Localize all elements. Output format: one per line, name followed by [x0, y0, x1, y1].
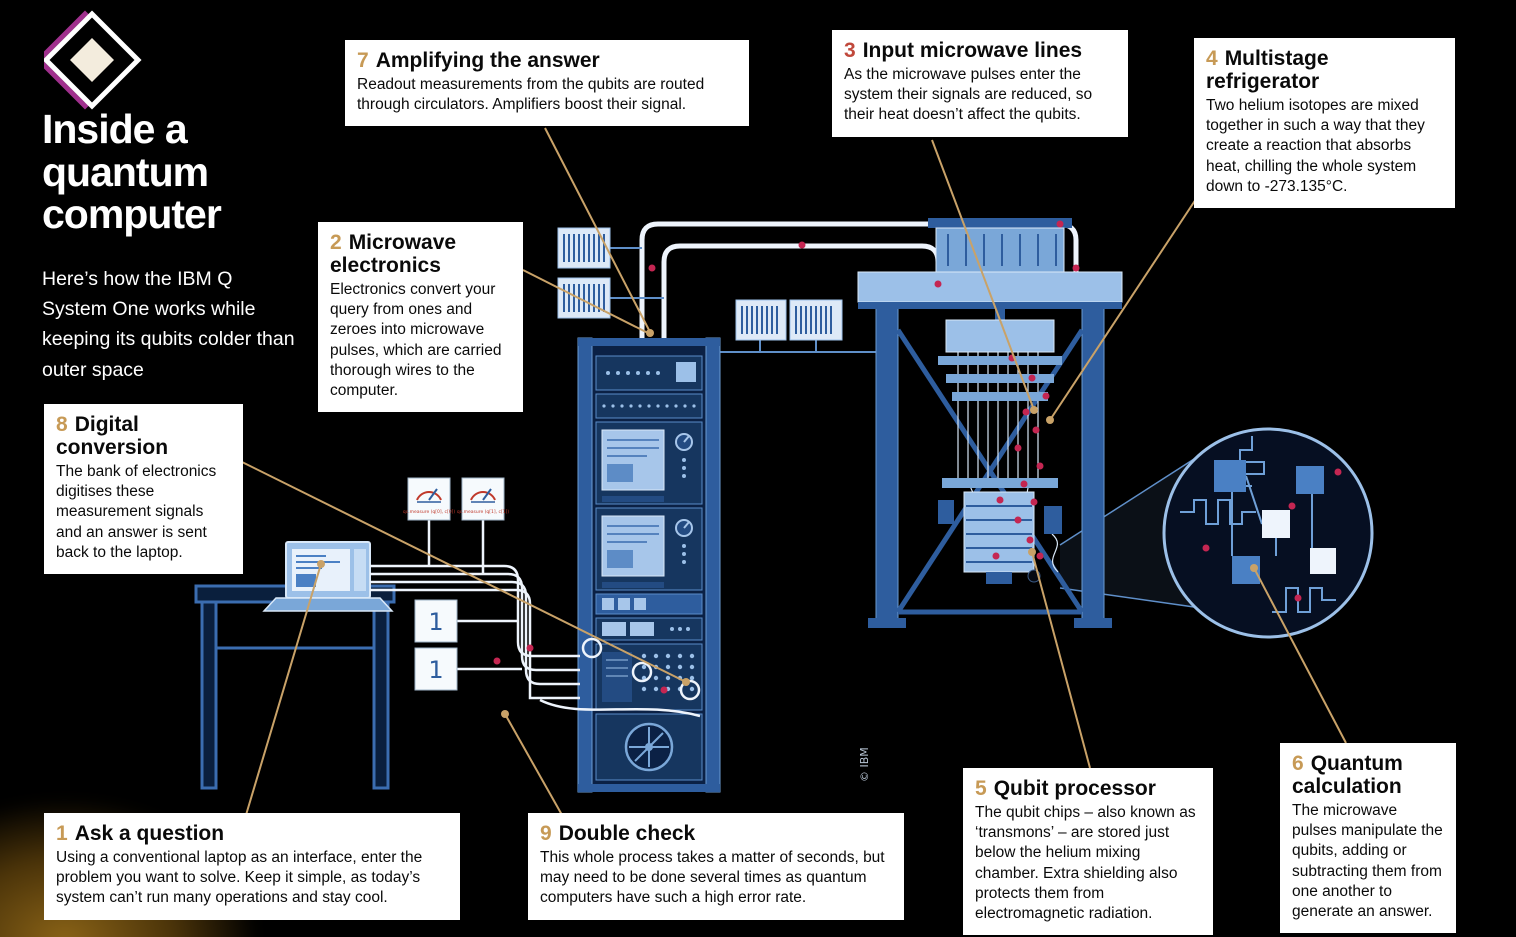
qubit-chip-zoom — [1162, 427, 1374, 639]
callout-body: Two helium isotopes are mixed together i… — [1206, 97, 1425, 195]
callout-number: 4 — [1206, 47, 1218, 70]
dial-icon — [470, 488, 496, 503]
splitter-module — [735, 299, 787, 341]
cable-coils — [539, 637, 701, 718]
leader-lines — [241, 127, 1347, 816]
leader-line-5 — [1031, 551, 1091, 769]
callout-body: The microwave pulses manipulate the qubi… — [1292, 802, 1443, 920]
leader-line-4 — [1049, 195, 1199, 421]
cryostat — [857, 218, 1123, 628]
leader-dots — [317, 329, 1258, 718]
server-rack — [577, 337, 721, 793]
callout-body: As the microwave pulses enter the system… — [844, 66, 1093, 124]
desk — [194, 584, 396, 790]
measure-box-label: qc.measure (q[1], c[1]) — [457, 509, 510, 515]
leader-line-1 — [245, 563, 322, 816]
callout-number: 9 — [540, 822, 552, 845]
qubit-square — [1310, 548, 1336, 574]
qubit-square — [1296, 466, 1324, 494]
ibm-credit: © IBM — [858, 747, 871, 782]
brand-logo — [35, 8, 144, 110]
callout-number: 5 — [975, 777, 987, 800]
callout-body: Readout measurements from the qubits are… — [357, 76, 705, 114]
diamond-logo-icon — [35, 10, 142, 110]
leader-line-8 — [241, 461, 687, 683]
callout-number: 3 — [844, 39, 856, 62]
qubit-square — [1214, 460, 1246, 492]
leader-line-6 — [1253, 567, 1347, 744]
qubit-square — [1262, 510, 1290, 538]
callout-number: 6 — [1292, 752, 1304, 775]
callout-body: Using a conventional laptop as an interf… — [56, 849, 423, 907]
callout-number: 1 — [56, 822, 68, 845]
laptop — [262, 541, 394, 612]
callout-body: The bank of electronics digitises these … — [56, 463, 217, 561]
signal-dots — [493, 220, 1080, 694]
callout-number: 8 — [56, 413, 68, 436]
bit-box-label: 1 — [428, 608, 443, 636]
bit-box-label: 1 — [428, 656, 443, 684]
splitter-module — [557, 277, 611, 319]
callout-number: 7 — [357, 49, 369, 72]
splitter-module — [557, 227, 611, 269]
page-subtitle: Here’s how the IBM Q System One works wh… — [42, 268, 295, 381]
splitter-module — [789, 299, 843, 341]
callout-body: This whole process takes a matter of sec… — [540, 849, 885, 907]
page-title: Inside a quantum computer — [42, 106, 222, 238]
measure-boxes: qc.measure (q[0], c[0]) qc.measure (q[1]… — [403, 477, 510, 521]
measure-box-label: qc.measure (q[0], c[0]) — [403, 509, 456, 515]
laptop-cables — [370, 520, 580, 700]
callout-number: 2 — [330, 231, 342, 254]
leader-line-2 — [522, 269, 651, 335]
leader-line-9 — [504, 713, 563, 816]
dial-icon — [416, 488, 442, 503]
leader-line-3 — [931, 139, 1035, 411]
callout-body: Electronics convert your query from ones… — [330, 281, 502, 399]
leader-line-7 — [544, 127, 651, 333]
module-links — [610, 247, 878, 353]
bit-boxes: 1 1 — [414, 599, 458, 691]
callout-body: The qubit chips – also known as ‘transmo… — [975, 804, 1196, 922]
